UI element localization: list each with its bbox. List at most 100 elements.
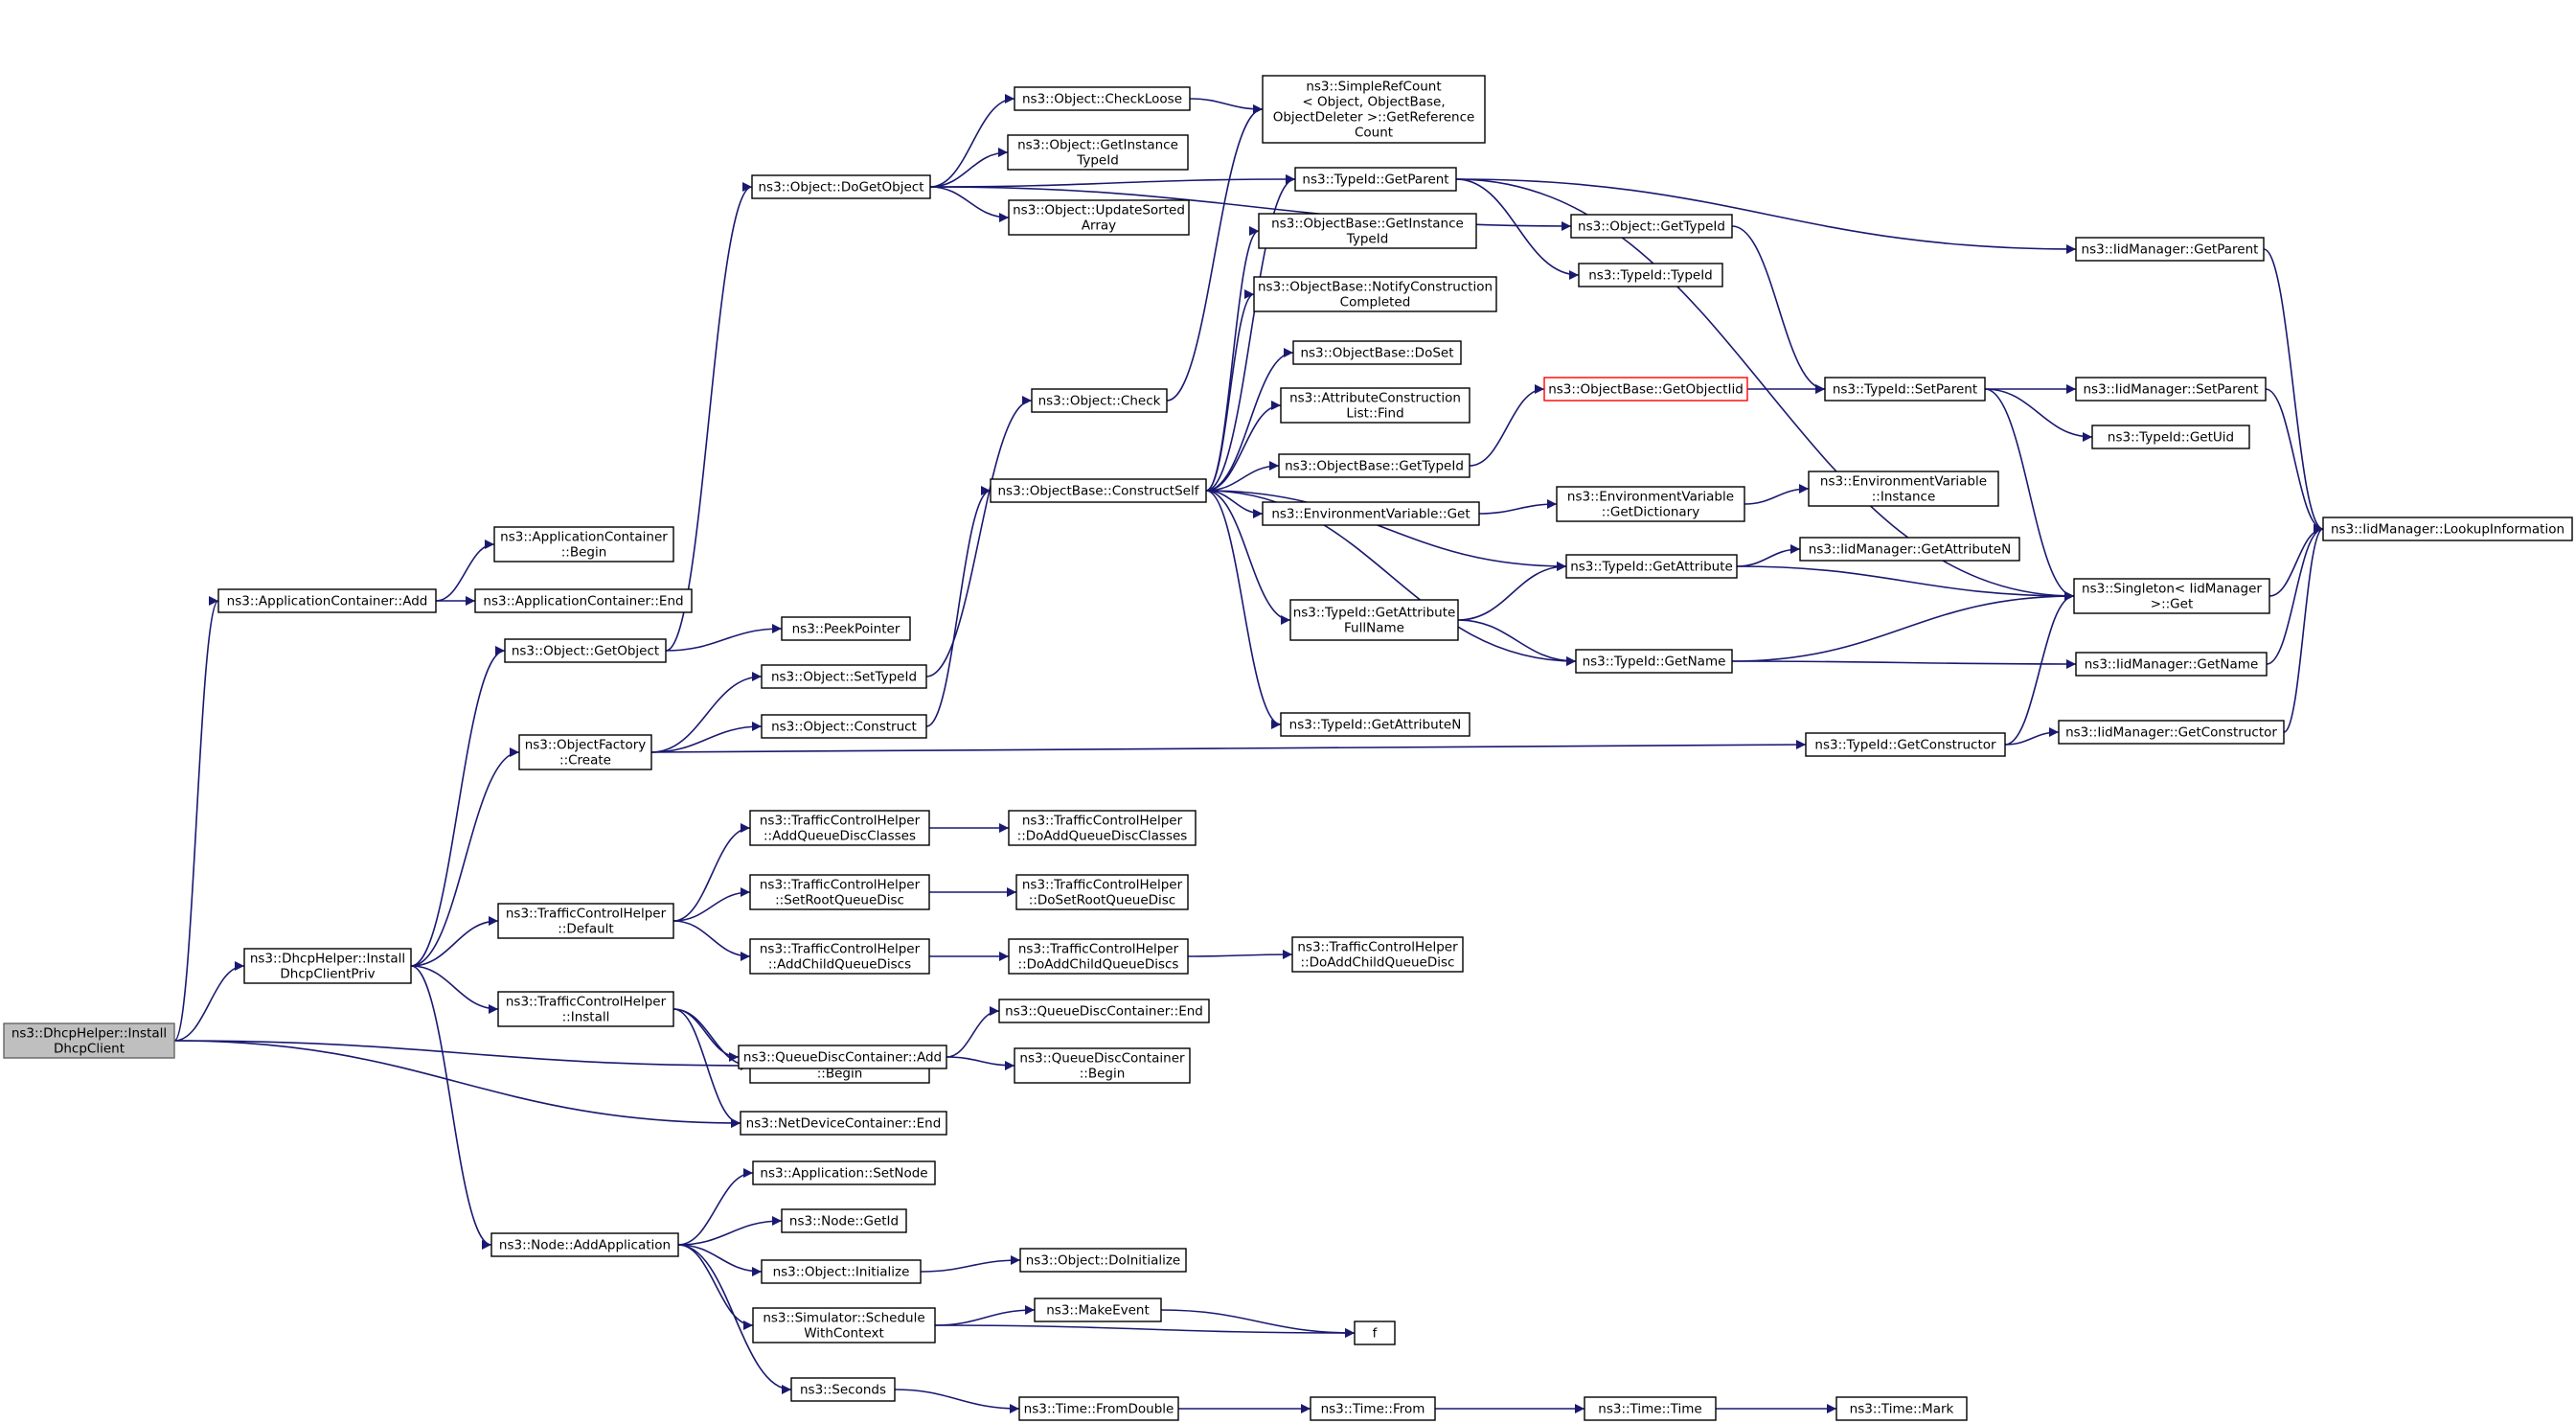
node-iid-set-parent[interactable]: ns3::IidManager::SetParent <box>2075 377 2267 402</box>
node-tid-get-ctor[interactable]: ns3::TypeId::GetConstructor <box>1805 732 2006 757</box>
node-check-loose[interactable]: ns3::Object::CheckLoose <box>1014 86 1191 111</box>
edge-nodeAddApp-to-simSchedule <box>677 1244 754 1330</box>
node-iid-get-name[interactable]: ns3::IidManager::GetName <box>2075 652 2268 677</box>
node-obj-init[interactable]: ns3::Object::Initialize <box>761 1259 922 1284</box>
node-tid-get-attr[interactable]: ns3::TypeId::GetAttribute <box>1565 554 1738 579</box>
node-box <box>2075 652 2268 677</box>
node-iid-get-attr-n[interactable]: ns3::IidManager::GetAttributeN <box>1799 537 2020 562</box>
node-label-line: ns3::TypeId::SetParent <box>1833 381 1977 397</box>
edge-dhcpPriv-to-tchDefault <box>410 916 499 967</box>
node-label-line: ns3::ObjectBase::NotifyConstruction <box>1258 279 1493 294</box>
node-label-line: ns3::ApplicationContainer::End <box>483 593 683 609</box>
node-tch-do-set-root[interactable]: ns3::TrafficControlHelper::DoSetRootQueu… <box>1015 874 1189 910</box>
node-label-line: ns3::TypeId::GetUid <box>2108 429 2234 445</box>
node-make-event[interactable]: ns3::MakeEvent <box>1034 1298 1162 1322</box>
node-time-time[interactable]: ns3::Time::Time <box>1584 1396 1717 1421</box>
node-peek-pointer[interactable]: ns3::PeekPointer <box>781 616 911 641</box>
node-qdc-end[interactable]: ns3::QueueDiscContainer::End <box>998 999 1210 1023</box>
node-box <box>1008 938 1189 975</box>
node-tid-get-attr-n[interactable]: ns3::TypeId::GetAttributeN <box>1280 712 1470 737</box>
node-ob-notify[interactable]: ns3::ObjectBase::NotifyConstructionCompl… <box>1253 276 1497 312</box>
node-box <box>790 1377 896 1402</box>
node-label-line: ::DoSetRootQueueDisc <box>1029 892 1175 907</box>
edge-dhcpPriv-to-nodeAddApp <box>410 965 492 1250</box>
node-label-line: ns3::PeekPointer <box>792 621 900 636</box>
node-time-from[interactable]: ns3::Time::From <box>1310 1396 1436 1421</box>
edge-objConstruct-to-constructSelf <box>925 486 992 727</box>
node-app-add[interactable]: ns3::ApplicationContainer::Add <box>217 588 437 613</box>
node-tch-add-child[interactable]: ns3::TrafficControlHelper::AddChildQueue… <box>749 938 930 975</box>
node-iid-get-ctor[interactable]: ns3::IidManager::GetConstructor <box>2058 720 2285 745</box>
node-label-line: ns3::TrafficControlHelper <box>760 877 921 892</box>
node-obj-set-type-id[interactable]: ns3::Object::SetTypeId <box>761 664 927 689</box>
node-iid-lookup[interactable]: ns3::IidManager::LookupInformation <box>2322 517 2573 541</box>
node-f[interactable]: f <box>1354 1321 1396 1345</box>
node-tch-set-root[interactable]: ns3::TrafficControlHelper::SetRootQueueD… <box>749 874 930 910</box>
node-tch-add-q-d-c[interactable]: ns3::TrafficControlHelper::AddQueueDiscC… <box>749 810 930 846</box>
node-node-add-app[interactable]: ns3::Node::AddApplication <box>490 1232 679 1257</box>
node-seconds[interactable]: ns3::Seconds <box>790 1377 896 1402</box>
node-box <box>1291 936 1464 973</box>
node-obj-get-tid[interactable]: ns3::Object::GetTypeId <box>1570 214 1733 239</box>
node-node-get-id[interactable]: ns3::Node::GetId <box>781 1208 907 1233</box>
node-tch-install[interactable]: ns3::TrafficControlHelper::Install <box>497 991 674 1027</box>
edge-nodeAddApp-to-nodeGetId <box>677 1216 783 1246</box>
node-qdc-begin[interactable]: ns3::QueueDiscContainer::Begin <box>1014 1047 1191 1084</box>
node-do-get-object[interactable]: ns3::Object::DoGetObject <box>751 174 931 199</box>
node-of-create[interactable]: ns3::ObjectFactory::Create <box>518 734 652 770</box>
node-label-line: ns3::Simulator::Schedule <box>763 1310 924 1325</box>
node-construct-self[interactable]: ns3::ObjectBase::ConstructSelf <box>990 478 1207 503</box>
node-app-set-node[interactable]: ns3::Application::SetNode <box>752 1160 936 1185</box>
node-label-line: ::DoAddQueueDiscClasses <box>1017 828 1188 843</box>
node-ob-get-tid[interactable]: ns3::ObjectBase::GetTypeId <box>1278 453 1470 478</box>
node-label-line: ns3::Object::UpdateSorted <box>1013 202 1185 218</box>
node-tid-get-name[interactable]: ns3::TypeId::GetName <box>1575 649 1733 674</box>
node-env-instance[interactable]: ns3::EnvironmentVariable::Instance <box>1808 471 1999 507</box>
node-singleton-get[interactable]: ns3::Singleton< IidManager >::Get <box>2073 578 2270 614</box>
node-tid-get-uid[interactable]: ns3::TypeId::GetUid <box>2091 425 2250 449</box>
node-ob-do-set[interactable]: ns3::ObjectBase::DoSet <box>1292 340 1462 365</box>
node-tid-get-parent[interactable]: ns3::TypeId::GetParent <box>1294 167 1457 192</box>
node-tid-set-parent[interactable]: ns3::TypeId::SetParent <box>1824 377 1986 402</box>
node-box <box>2091 425 2250 449</box>
node-box <box>3 1022 175 1059</box>
node-env-get[interactable]: ns3::EnvironmentVariable::Get <box>1262 501 1480 526</box>
node-box <box>761 1259 922 1284</box>
node-time-from-double[interactable]: ns3::Time::FromDouble <box>1018 1396 1179 1421</box>
node-tch-do-add-q-d-c[interactable]: ns3::TrafficControlHelper::DoAddQueueDis… <box>1008 810 1197 846</box>
node-label-line: ::DoAddChildQueueDiscs <box>1018 956 1179 972</box>
node-obj-do-init[interactable]: ns3::Object::DoInitialize <box>1019 1248 1187 1273</box>
node-iid-get-parent[interactable]: ns3::IidManager::GetParent <box>2075 237 2265 262</box>
node-obj-construct[interactable]: ns3::Object::Construct <box>761 714 927 739</box>
node-label-line: ns3::TypeId::GetParent <box>1302 172 1448 187</box>
node-tid-type-id[interactable]: ns3::TypeId::TypeId <box>1578 263 1723 287</box>
node-box <box>749 938 930 975</box>
node-env-get-dict[interactable]: ns3::EnvironmentVariable::GetDictionary <box>1556 486 1745 522</box>
node-app-end[interactable]: ns3::ApplicationContainer::End <box>474 588 693 613</box>
node-app-begin[interactable]: ns3::ApplicationContainer::Begin <box>493 526 674 563</box>
node-obj-get-object[interactable]: ns3::Object::GetObject <box>504 638 667 663</box>
node-ndc-end[interactable]: ns3::NetDeviceContainer::End <box>740 1111 947 1136</box>
node-box <box>1258 213 1477 249</box>
node-ob-get-object-iid[interactable]: ns3::ObjectBase::GetObjectIid <box>1543 377 1748 402</box>
node-label-line: ns3::ObjectBase::GetTypeId <box>1285 458 1464 473</box>
node-box <box>1799 537 2020 562</box>
node-obj-check[interactable]: ns3::Object::Check <box>1031 388 1168 413</box>
edge-tidGetName-to-singletonGet <box>1731 591 2075 662</box>
node-qdc-add[interactable]: ns3::QueueDiscContainer::Add <box>738 1045 947 1069</box>
node-tch-do-add-child[interactable]: ns3::TrafficControlHelper::DoAddChildQue… <box>1008 938 1189 975</box>
node-tch-do-add-child2[interactable]: ns3::TrafficControlHelper::DoAddChildQue… <box>1291 936 1464 973</box>
node-box <box>740 1111 947 1136</box>
node-label-line: Array <box>1082 218 1116 233</box>
node-time-mark[interactable]: ns3::Time::Mark <box>1835 1396 1968 1421</box>
node-simple-ref[interactable]: ns3::SimpleRefCount< Object, ObjectBase,… <box>1262 75 1486 144</box>
node-tch-default[interactable]: ns3::TrafficControlHelper::Default <box>497 903 674 939</box>
